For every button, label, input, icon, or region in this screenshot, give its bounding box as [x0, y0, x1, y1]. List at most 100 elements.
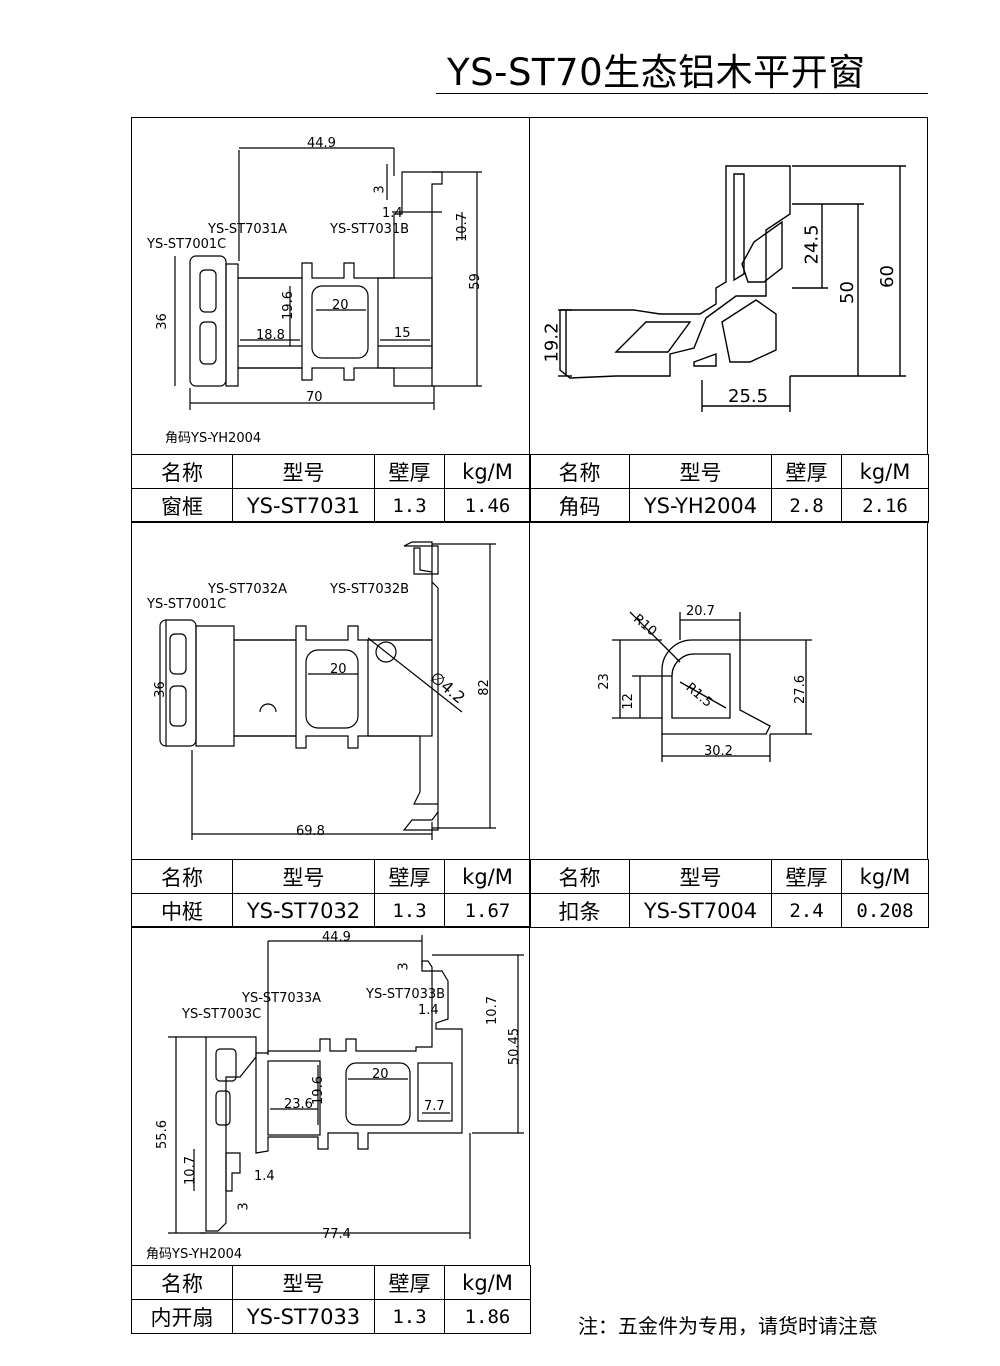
sash-label-corner: 角码YS-YH2004 [146, 1247, 243, 1262]
sash-dim-lip-10-7: 10.7 [484, 996, 500, 1025]
bead-dim-h-right: 27.6 [792, 675, 808, 704]
title-rule [436, 93, 928, 94]
sash-dim-lip-3: 3 [396, 962, 412, 971]
header-model: 型号 [629, 454, 772, 489]
header-model: 型号 [232, 859, 375, 894]
frame-dim-inner-1: 18.8 [256, 328, 285, 343]
mullion-label-strip-b: YS-ST7032B [330, 582, 410, 597]
bead-dim-w-bottom: 30.2 [704, 744, 733, 759]
mullion-dim-inner: 20 [330, 662, 347, 677]
corner-dim-h-left: 19.2 [541, 322, 563, 363]
mullion-model: YS-ST7032 [232, 893, 375, 928]
frame-dim-inner-3: 20 [332, 298, 349, 313]
frame-name: 窗框 [131, 488, 233, 523]
mullion-profile-drawing [159, 541, 496, 840]
mullion-weight: 1.67 [444, 893, 531, 928]
frame-wall: 1.3 [374, 488, 445, 523]
bead-dim-width-top: 20.7 [686, 604, 715, 619]
frame-label-corner: 角码YS-YH2004 [165, 431, 262, 446]
corner-weight: 2.16 [841, 488, 929, 523]
header-model: 型号 [232, 1265, 375, 1300]
frame-dim-height-left: 36 [154, 313, 170, 330]
sash-dim-width-total: 77.4 [322, 1227, 351, 1242]
header-weight: kg/M [444, 859, 531, 894]
sash-profile-drawing [168, 935, 524, 1239]
header-name: 名称 [131, 454, 233, 489]
frame-model: YS-ST7031 [232, 488, 375, 523]
frame-dim-width-total: 70 [306, 390, 323, 405]
sash-dim-height-left: 55.6 [154, 1120, 170, 1149]
sash-name: 内开扇 [131, 1299, 233, 1334]
corner-dim-h-upper: 24.5 [801, 224, 823, 265]
page-title: YS-ST70生态铝木平开窗 [447, 51, 866, 94]
header-model: 型号 [629, 859, 772, 894]
header-weight: kg/M [444, 1265, 531, 1300]
corner-name: 角码 [529, 488, 630, 523]
sash-weight: 1.86 [444, 1299, 531, 1334]
sash-dim-bottom-1-4: 1.4 [254, 1169, 275, 1184]
header-wall: 壁厚 [374, 859, 445, 894]
frame-drawing-panel: 44.9 70 59 36 18.8 19.6 20 15 3 1.4 10.7… [131, 117, 530, 455]
sash-dim-bottom-10-7: 10.7 [182, 1156, 198, 1185]
corner-model: YS-YH2004 [629, 488, 772, 523]
header-weight: kg/M [444, 454, 531, 489]
header-wall: 壁厚 [374, 454, 445, 489]
sash-dim-lip-1-4: 1.4 [418, 1003, 439, 1018]
frame-dim-width-top: 44.9 [307, 136, 336, 151]
header-weight: kg/M [841, 859, 929, 894]
frame-dim-inner-4: 15 [394, 326, 411, 341]
mullion-dim-height-left: 36 [152, 681, 168, 698]
sash-dim-width-top: 44.9 [322, 930, 351, 945]
bead-name: 扣条 [529, 893, 630, 928]
mullion-label-strip-a: YS-ST7032A [208, 582, 288, 597]
mullion-dim-height: 82 [476, 679, 492, 696]
corner-drawing-panel: 60 50 24.5 19.2 25.5 [529, 117, 928, 455]
mullion-name: 中梃 [131, 893, 233, 928]
frame-dim-lip-10-7: 10.7 [454, 213, 470, 242]
header-weight: kg/M [841, 454, 929, 489]
hardware-note: 注：五金件为专用，请货时请注意 [578, 1314, 878, 1338]
bead-dim-h-left: 23 [596, 673, 612, 690]
header-name: 名称 [131, 859, 233, 894]
sash-dim-inner-3: 20 [372, 1067, 389, 1082]
sash-dim-height-right: 50.45 [507, 1027, 523, 1066]
corner-profile-drawing [558, 165, 906, 412]
sash-dim-inner-2: 19.6 [310, 1076, 326, 1105]
frame-label-strip-a: YS-ST7031A [208, 222, 288, 237]
header-model: 型号 [232, 454, 375, 489]
sash-dim-bottom-3: 3 [236, 1202, 252, 1211]
mullion-label-seal: YS-ST7001C [147, 597, 227, 612]
frame-label-seal: YS-ST7001C [147, 237, 227, 252]
bead-drawing-panel: 20.7 R10 23 12 R1.5 27.6 30.2 [529, 521, 928, 860]
sash-model: YS-ST7033 [232, 1299, 375, 1334]
mullion-wall: 1.3 [374, 893, 445, 928]
sash-label-seal: YS-ST7003C [182, 1007, 262, 1022]
mullion-dim-width: 69.8 [296, 824, 325, 839]
corner-dim-h-total: 60 [876, 265, 898, 288]
header-wall: 壁厚 [374, 1265, 445, 1300]
header-wall: 壁厚 [771, 859, 842, 894]
sash-label-strip-b: YS-ST7033B [366, 987, 446, 1002]
frame-dim-lip-3: 3 [372, 185, 388, 194]
frame-dim-lip-1-4: 1.4 [382, 206, 403, 221]
frame-dim-height: 59 [467, 273, 483, 290]
bead-model: YS-ST7004 [629, 893, 772, 928]
sash-dim-inner-1: 23.6 [284, 1097, 313, 1112]
bead-dim-h-inner: 12 [620, 693, 636, 710]
sash-wall: 1.3 [374, 1299, 445, 1334]
sash-dim-inner-4: 7.7 [424, 1099, 445, 1114]
corner-wall: 2.8 [771, 488, 842, 523]
bead-profile-drawing [612, 611, 812, 762]
corner-dim-h-mid: 50 [836, 281, 858, 304]
frame-profile-drawing [174, 147, 482, 410]
bead-wall: 2.4 [771, 893, 842, 928]
bead-weight: 0.208 [841, 893, 929, 928]
sash-drawing-panel: 44.9 77.4 55.6 50.45 23.6 19.6 20 7.7 3 … [131, 926, 530, 1266]
sash-label-strip-a: YS-ST7033A [242, 991, 322, 1006]
frame-label-strip-b: YS-ST7031B [330, 222, 410, 237]
header-name: 名称 [131, 1265, 233, 1300]
